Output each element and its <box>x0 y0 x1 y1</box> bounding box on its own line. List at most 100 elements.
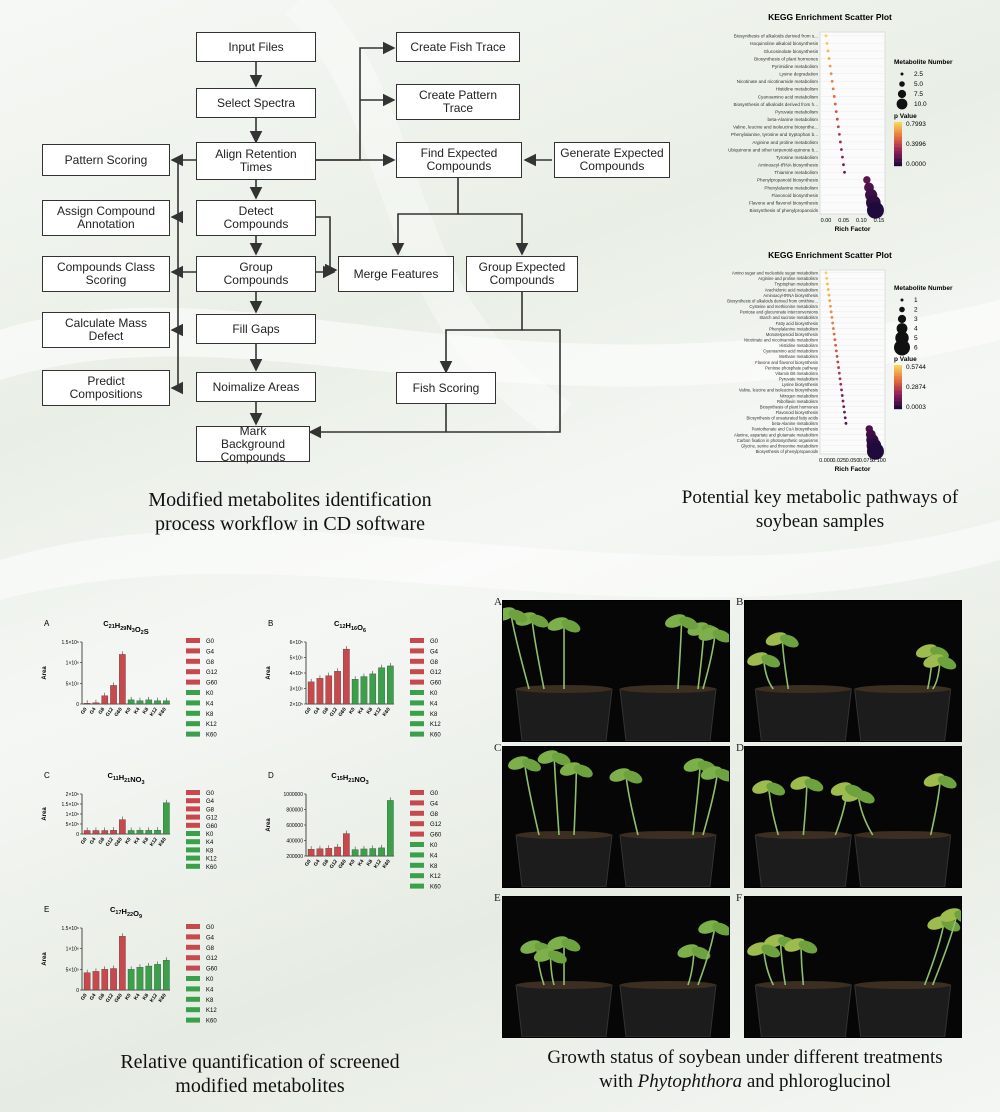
workflow-caption-line1: Modified metabolites identification <box>148 489 432 511</box>
kegg-pathway-label: Alanine, aspartate and glutamate metabol… <box>734 432 819 437</box>
bar-category-label: K60 <box>158 837 168 848</box>
kegg-point <box>829 310 833 314</box>
kegg-xlabel: Rich Factor <box>835 226 871 233</box>
box-assign-compound-annotation: Assign Compound Annotation <box>42 200 170 236</box>
kegg-point <box>828 64 832 68</box>
bar-ylabel: Area <box>42 807 48 821</box>
bar-category-label: G8 <box>97 707 106 716</box>
kegg-size-legend-dot <box>896 98 908 110</box>
bar-legend-swatch <box>410 648 424 654</box>
bar-legend-label: K4 <box>430 701 438 707</box>
kegg-colorbar-seg <box>894 163 902 167</box>
photo-label-a: A <box>494 596 502 608</box>
workflow-caption: Modified metabolites identification proc… <box>90 488 490 536</box>
box-align-retention-times: Align Retention Times <box>196 142 316 180</box>
bar-legend-swatch <box>186 847 200 853</box>
leaf <box>937 656 957 670</box>
bar-ytick: 800000 <box>286 808 303 814</box>
kegg-colorbar-seg <box>894 139 902 142</box>
kegg-pathway-label: Biosynthesis of phenylpropanoids <box>756 449 818 454</box>
box-generate-expected-compounds: Generate Expected Compounds <box>554 142 670 178</box>
kegg-pathway-label: Monoterpenoid biosynthesis <box>766 332 818 337</box>
bar <box>387 665 394 705</box>
kegg-point <box>828 299 832 303</box>
bar-category-label: K8 <box>366 707 375 716</box>
bar <box>83 830 91 835</box>
bar-ytick: 1×10⁶ <box>66 661 79 667</box>
leaf <box>522 758 541 772</box>
kegg-pathway-label: Phenylpropanoid biosynthesis <box>757 178 819 183</box>
bar <box>360 676 368 705</box>
box-predict-compositions: Predict Compositions <box>42 370 170 406</box>
kegg-xtick: 0.15 <box>874 218 885 224</box>
bar <box>127 969 135 991</box>
kegg-point <box>830 315 834 319</box>
kegg-point <box>834 349 838 353</box>
kegg-pathway-label: Biosynthesis of phenylpropanoids <box>750 208 819 213</box>
bar-legend-swatch <box>410 852 424 858</box>
box-fish-scoring: Fish Scoring <box>396 372 496 404</box>
kegg-colorbar-seg <box>894 155 902 158</box>
bar-legend-label: G0 <box>430 791 439 797</box>
bar-category-label: K4 <box>357 859 366 868</box>
bar-legend-swatch <box>186 863 200 869</box>
kegg-pathway-label: beta-Alanine metabolism <box>767 117 818 122</box>
kegg-point <box>837 132 841 136</box>
bar-ytick: 4×10⁵ <box>290 671 303 677</box>
bar-legend-label: G4 <box>430 801 439 807</box>
bar <box>325 675 333 705</box>
bar-category-label: G12 <box>105 707 115 718</box>
kegg-pathway-label: Carbon fixation in photosynthetic organi… <box>737 438 818 443</box>
bar-legend-swatch <box>410 810 424 816</box>
bar <box>154 830 161 835</box>
bar-legend-swatch <box>410 721 424 727</box>
soil <box>516 831 613 839</box>
bar-legend-swatch <box>186 955 200 961</box>
kegg-point <box>842 163 845 167</box>
stem <box>702 772 719 836</box>
bar-legend-swatch <box>186 710 200 716</box>
bar-ytick: 5×10⁵ <box>66 822 79 828</box>
bar <box>145 965 153 991</box>
kegg-point <box>838 140 842 144</box>
bar-legend-label: K4 <box>430 853 438 859</box>
kegg-pathway-label: Cyanoamino acid metabolism <box>763 349 818 354</box>
leaf <box>623 770 643 784</box>
kegg-xtick: 0.10 <box>856 218 867 224</box>
bar-legend-label: G60 <box>206 967 218 973</box>
photo-a <box>502 600 730 742</box>
bar-ylabel: Area <box>42 952 48 966</box>
kegg-point <box>836 125 840 129</box>
kegg-pathway-label: Isoquinoline alkaloid biosynthesis <box>750 41 819 46</box>
bar-ytick: 1.5×10⁶ <box>62 640 80 646</box>
bar-ylabel: Area <box>266 818 272 832</box>
kegg-colorbar-seg <box>894 365 902 368</box>
bar-legend-swatch <box>186 669 200 675</box>
kegg-pathway-label: Pyrimidine metabolism <box>772 64 818 69</box>
bar <box>307 681 315 705</box>
kegg-colorbar-seg <box>894 389 902 392</box>
kegg-point <box>841 399 845 403</box>
pot <box>619 834 717 887</box>
kegg-color-legend-title: p Value <box>894 113 917 120</box>
kegg-pathway-label: Tyrosine metabolism <box>776 155 818 160</box>
bar-legend-label: G0 <box>430 639 439 645</box>
caption-pre: with <box>599 1071 638 1092</box>
bar-legend-label: G60 <box>206 681 218 687</box>
kegg-size-legend-label: 5.0 <box>914 81 923 88</box>
bar-category-label: K12 <box>149 993 159 1004</box>
bar-legend-label: K4 <box>206 701 214 707</box>
bar <box>119 936 126 991</box>
kegg-colorbar-seg <box>894 371 902 374</box>
bar <box>92 971 100 991</box>
bar-category-label: K12 <box>373 859 383 870</box>
bar-ytick: 6×10⁵ <box>290 640 303 646</box>
kegg-colorbar-seg <box>894 152 902 156</box>
bar-legend-label: G0 <box>206 791 215 797</box>
bar <box>307 849 315 857</box>
kegg-pathway-label: Biosynthesis of alkaloids derived from o… <box>727 298 818 303</box>
kegg-pathway-label: Lysine degradation <box>779 72 818 77</box>
bar-legend-swatch <box>410 690 424 695</box>
kegg-colorbar-seg <box>894 378 902 381</box>
